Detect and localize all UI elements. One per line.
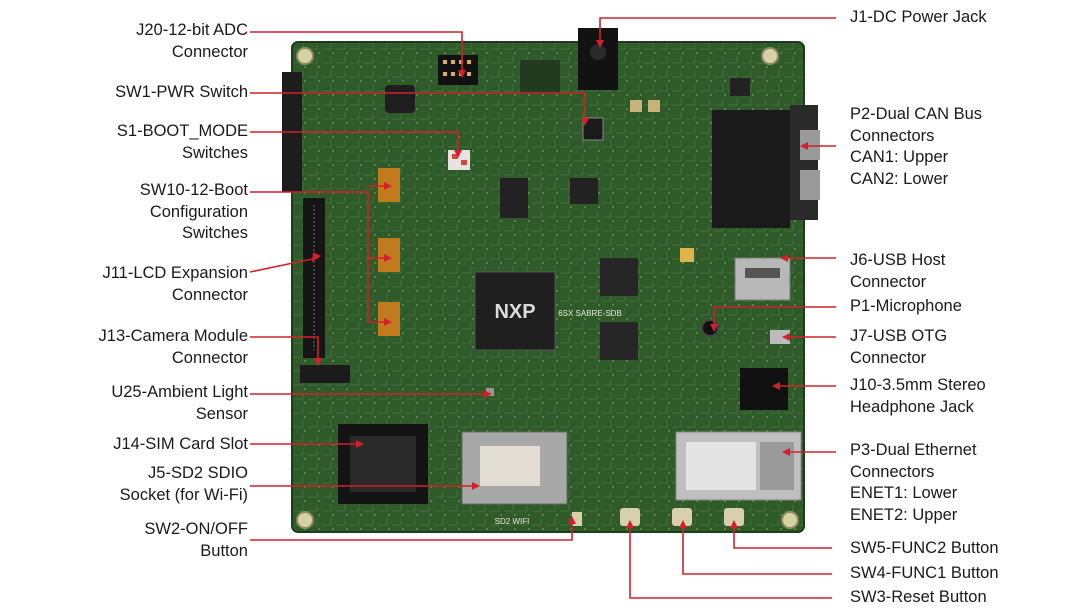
sw3-reset-button [620, 508, 640, 526]
sw4-func1-button [672, 508, 692, 526]
sw11-dip-switch [378, 238, 400, 272]
label-sw3-reset: SW3-Reset Button [850, 588, 987, 606]
mounting-hole [296, 47, 314, 65]
label-p1-microphone: P1-Microphone [850, 297, 962, 315]
j6-usb-host [734, 257, 791, 301]
mounting-hole [781, 511, 799, 529]
sw10-dip-switch [378, 168, 400, 202]
mounting-hole [761, 47, 779, 65]
mounting-hole [296, 511, 314, 529]
sw12-dip-switch [378, 302, 400, 336]
label-sw1-pwr-switch: SW1-PWR Switch [115, 83, 248, 101]
j13-camera-connector [300, 365, 350, 383]
u25-light-sensor [486, 388, 494, 396]
sw1-power-switch [582, 117, 604, 141]
j7-usb-otg [770, 330, 790, 344]
sw2-onoff-button [572, 512, 582, 526]
ram-chip [600, 258, 638, 296]
p2-can-connector [712, 110, 790, 228]
label-j14-sim-card: J14-SIM Card Slot [113, 435, 248, 453]
label-sw4-func1: SW4-FUNC1 Button [850, 564, 999, 582]
board-name-text: 6SX SABRE-SDB [558, 309, 622, 318]
label-j1-dc-power: J1-DC Power Jack [850, 8, 987, 26]
ram-chip [600, 322, 638, 360]
nxp-soc-chip [474, 271, 556, 351]
sd-label-text: SD2 WIFI [495, 517, 530, 526]
p1-microphone [701, 319, 719, 337]
soc-logo-text: NXP [494, 301, 535, 323]
left-edge-header [282, 72, 302, 192]
j10-headphone-jack [740, 368, 788, 410]
j20-adc-header [438, 55, 478, 85]
label-sw5-func2: SW5-FUNC2 Button [850, 539, 999, 557]
sw5-func2-button [724, 508, 744, 526]
inductor [385, 85, 415, 113]
